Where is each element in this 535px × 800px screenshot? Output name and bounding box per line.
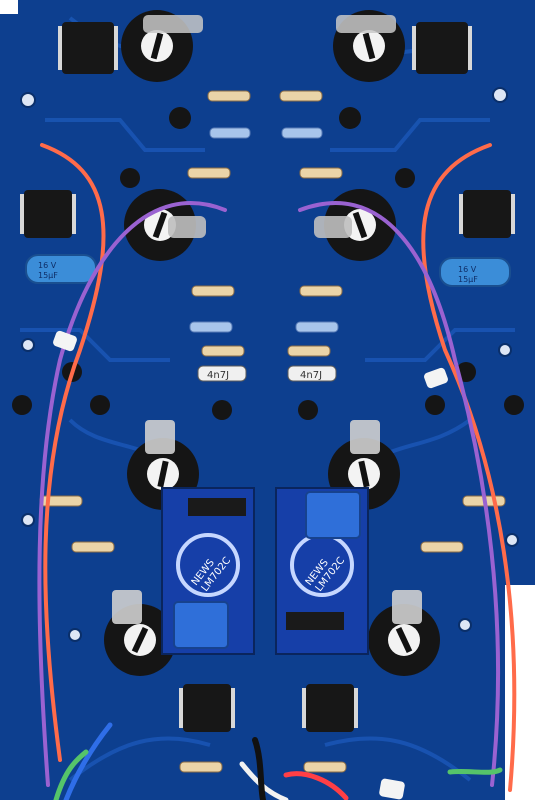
transistors	[12, 107, 524, 420]
green-right-wire	[447, 767, 503, 775]
cap-left-value: 15µF	[38, 271, 58, 280]
resistors	[39, 90, 506, 773]
capacitors	[25, 254, 511, 382]
green-wire	[53, 749, 89, 800]
ic-chips	[20, 22, 515, 732]
cap-right-top-label: 4n7J	[300, 370, 322, 381]
left-orange-wire	[40, 143, 106, 762]
board-cutout-top-left	[0, 0, 18, 14]
black-wire	[252, 737, 266, 800]
left-purple-wire	[37, 201, 227, 787]
cap-right-rating: 16 V	[458, 265, 477, 274]
right-orange-wire	[421, 143, 517, 792]
blue-wire	[63, 722, 113, 800]
cap-right-value: 15µF	[458, 275, 478, 284]
center-modules	[161, 487, 369, 655]
cable-ties	[53, 330, 448, 800]
right-purple-wire	[298, 201, 501, 787]
cap-left-rating: 16 V	[38, 261, 57, 270]
wires	[37, 143, 517, 800]
red-wire	[283, 771, 349, 800]
cap-left-top-label: 4n7J	[207, 370, 229, 381]
mounting-holes	[20, 87, 519, 642]
trim-pots	[104, 10, 440, 676]
